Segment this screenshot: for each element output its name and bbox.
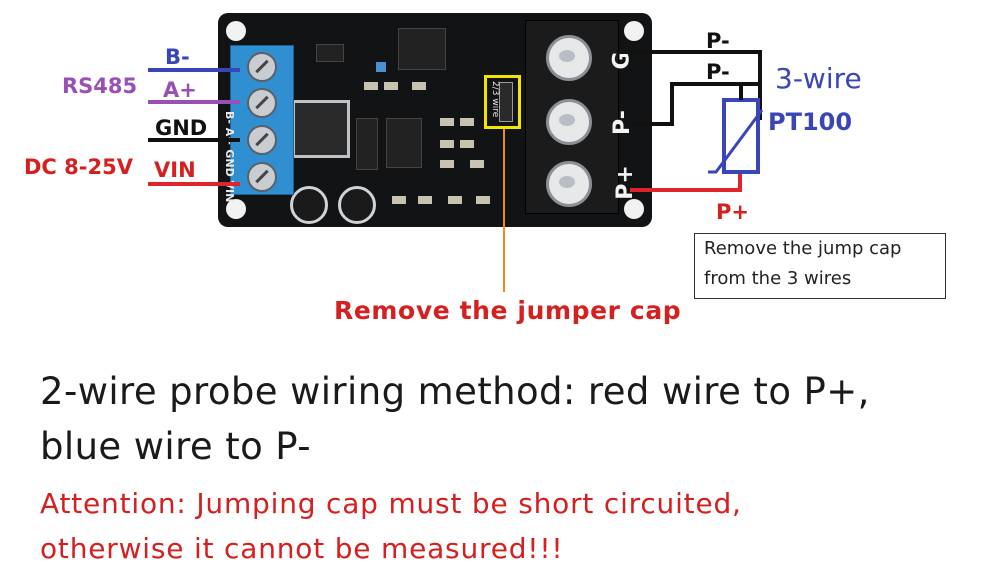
smd-component <box>460 118 474 126</box>
instruction-line-1: 2-wire probe wiring method: red wire to … <box>40 370 870 413</box>
three-wire-note-box: Remove the jump cap from the 3 wires <box>694 233 946 299</box>
smd-component <box>448 196 462 204</box>
smd-component <box>440 118 454 126</box>
ic-chip <box>316 44 344 62</box>
ic-chip <box>386 118 422 168</box>
jumper-note-label: Remove the jumper cap <box>334 296 682 325</box>
terminal-screw <box>247 52 277 82</box>
a-plus-label: A+ <box>163 78 197 102</box>
smd-component <box>470 160 484 168</box>
smd-component <box>412 82 426 90</box>
smd-component <box>460 140 474 148</box>
mount-hole <box>624 199 644 219</box>
jumper-highlight-box <box>484 75 521 129</box>
ic-chip <box>356 118 378 170</box>
terminal-screw <box>546 35 592 81</box>
capacitor <box>338 186 376 224</box>
capacitor <box>290 186 328 224</box>
three-wire-label: 3-wire <box>775 62 862 95</box>
p-minus-label-1: P- <box>706 29 730 53</box>
g-wire <box>617 50 762 120</box>
terminal-screw <box>247 162 277 192</box>
vin-label: VIN <box>154 158 196 182</box>
mount-hole <box>226 199 246 219</box>
p-minus-label-2: P- <box>706 60 730 84</box>
note-line-1: Remove the jump cap <box>704 238 902 259</box>
led <box>376 62 386 72</box>
jumper-cap <box>499 82 513 122</box>
smd-component <box>440 140 454 148</box>
smd-component <box>392 196 406 204</box>
rs485-label: RS485 <box>62 74 138 98</box>
instruction-line-2: blue wire to P- <box>40 425 311 468</box>
note-line-2: from the 3 wires <box>704 268 852 289</box>
smd-component <box>476 196 490 204</box>
smd-component <box>364 82 378 90</box>
p-plus-wire <box>630 170 742 192</box>
gnd-label: GND <box>155 116 208 140</box>
terminal-screw <box>546 161 592 207</box>
smd-component <box>440 160 454 168</box>
ic-chip <box>398 28 446 70</box>
terminal-screw <box>247 88 277 118</box>
smd-component <box>418 196 432 204</box>
p-plus-label: P+ <box>716 200 749 224</box>
mount-hole <box>624 21 644 41</box>
sensor-terminal-block <box>525 20 619 214</box>
mount-hole <box>226 21 246 41</box>
blue-terminal-block <box>230 45 294 195</box>
smd-component <box>384 82 398 90</box>
warning-line-2: otherwise it cannot be measured!!! <box>40 532 564 565</box>
pt100-label: PT100 <box>768 108 853 136</box>
terminal-screw <box>546 99 592 145</box>
dc-voltage-label: DC 8-25V <box>24 155 133 179</box>
b-minus-label: B- <box>165 45 190 69</box>
p-minus-wire <box>630 82 760 126</box>
pt100-slash <box>708 109 764 174</box>
warning-line-1: Attention: Jumping cap must be short cir… <box>40 487 742 520</box>
terminal-screw <box>247 125 277 155</box>
